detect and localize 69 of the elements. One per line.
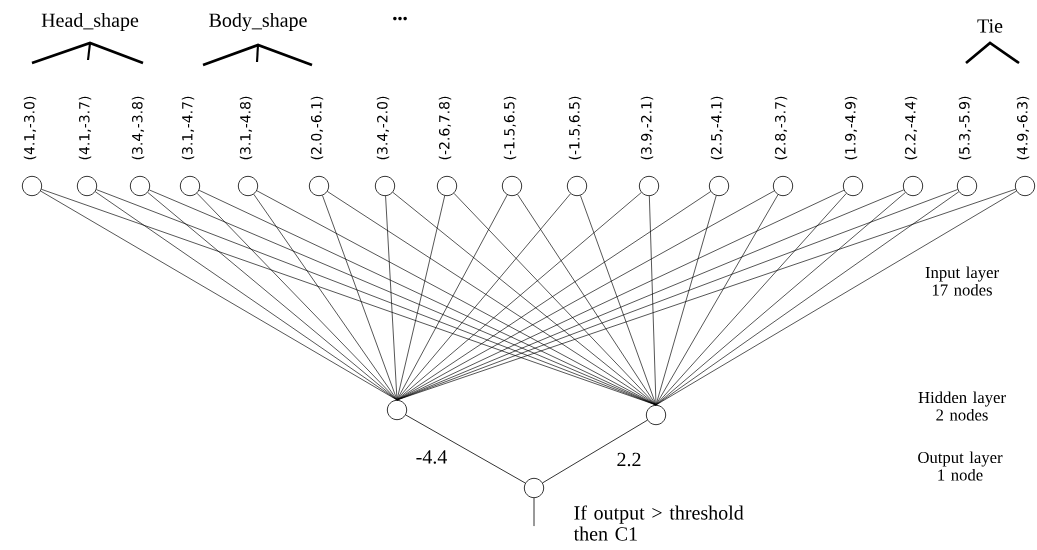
connection-line [655, 190, 1017, 406]
neuron-circle [76, 175, 98, 197]
value-label: (2.0,-6.1) [310, 96, 324, 160]
value-label: (3.4,-2.0) [376, 96, 390, 160]
connection-line [405, 414, 526, 484]
connection-line [322, 195, 398, 401]
neuron-circle [566, 175, 588, 197]
connection-line [147, 192, 398, 401]
neuron-circle [645, 404, 667, 426]
connection-line [453, 192, 657, 406]
connection-line [580, 195, 657, 406]
neuron-circle [708, 175, 730, 197]
neuron-circle [237, 175, 259, 197]
connection-line [396, 194, 508, 401]
connection-line [655, 193, 847, 406]
neuron-circle [523, 477, 545, 499]
neuron-circle [956, 175, 978, 197]
neuron-circle [179, 175, 201, 197]
connection-line [517, 194, 657, 406]
neuron-circle [436, 175, 458, 197]
connection-line [396, 191, 711, 401]
value-label: (2.2,-4.4) [904, 96, 918, 160]
connection-line [396, 195, 446, 401]
connection-line [396, 193, 571, 401]
connection-line [649, 195, 657, 406]
connection-line [385, 195, 398, 401]
neuron-circle [902, 175, 924, 197]
text-label: Input layer 17 nodes [925, 266, 999, 296]
value-label: (3.4,-3.8) [131, 96, 145, 160]
neuron-circle [386, 399, 408, 421]
neuron-circle [842, 175, 864, 197]
connection-line [196, 192, 398, 401]
neuron-circle [308, 175, 330, 197]
value-label: (-1.5,6.5) [568, 96, 582, 160]
value-label: (2.5,-4.1) [710, 96, 724, 160]
connection-line [655, 191, 960, 406]
text-label: Body_shape [209, 12, 307, 32]
value-label: (4.9,-6.3) [1016, 96, 1030, 160]
connection-line [253, 193, 398, 401]
text-label: Hidden layer 2 nodes [918, 391, 1006, 421]
value-label: (-1.5,6.5) [503, 96, 517, 160]
neuron-circle [501, 175, 523, 197]
value-label: (3.1,-4.8) [239, 96, 253, 160]
value-label: (2.8,-3.7) [774, 96, 788, 160]
weight-label: 2.2 [617, 452, 641, 467]
connection-line [396, 190, 775, 401]
text-label: Output layer 1 node [918, 451, 1003, 481]
text-label: Head_shape [41, 12, 139, 32]
value-label: (-2.6,7.8) [438, 96, 452, 160]
connection-line [542, 419, 648, 484]
connection-line [533, 497, 535, 527]
neuron-circle [638, 175, 660, 197]
value-label: (3.1,-4.7) [181, 96, 195, 160]
connection-line [655, 195, 717, 406]
neuron-circle [374, 175, 396, 197]
value-label: (4.1,-3.7) [78, 96, 92, 160]
connection-line [655, 194, 779, 406]
text-label: Tie [977, 19, 1003, 33]
neuron-circle [1014, 175, 1036, 197]
text-label: If output > threshold then C1 [573, 505, 744, 541]
value-label: (1.9,-4.9) [844, 96, 858, 160]
neuron-circle [129, 175, 151, 197]
text-label: ••• [393, 16, 407, 21]
neuron-circle [21, 175, 43, 197]
value-label: (4.1,-3.0) [23, 96, 37, 160]
neuron-circle [772, 175, 794, 197]
value-label: (3.9,-2.1) [640, 96, 654, 160]
value-label: (5.3,-5.9) [958, 96, 972, 160]
weight-label: -4.4 [416, 450, 447, 464]
